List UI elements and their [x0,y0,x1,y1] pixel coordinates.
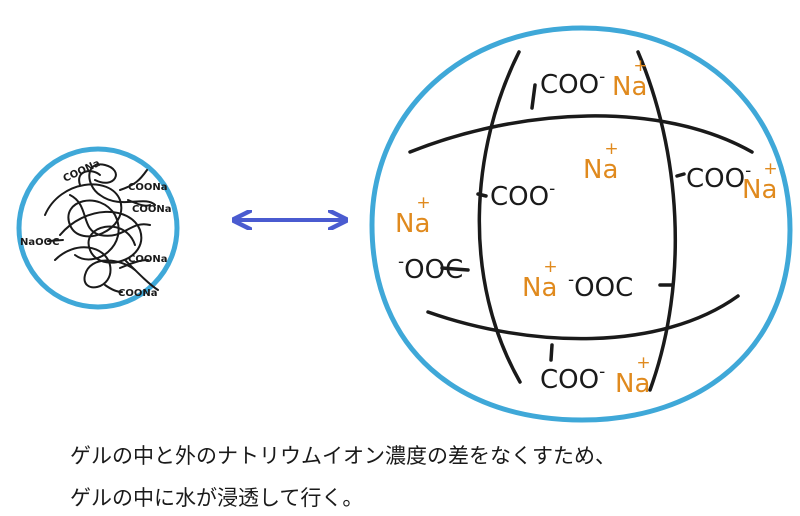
tangled-polymer-chains [44,163,159,293]
group-coo-right: COO- [686,161,751,194]
small-label-coona-3: COONa [132,204,171,215]
caption-line-1: ゲルの中と外のナトリウムイオン濃度の差をなくすため、 [70,444,616,468]
small-gel-boundary [16,146,180,310]
cation-na-left: Na+ [395,193,431,239]
cation-na-center: Na+ [583,139,619,185]
small-label-coona-5: COONa [118,288,157,299]
small-gel: COONa COONa COONa NaOOC COONa COONa [16,146,180,310]
cation-na-top: Na+ [612,56,648,102]
large-gel-boundary [369,25,793,423]
cation-na-right: Na+ [742,159,778,205]
group-ooc-lower: -OOC [568,270,633,303]
cation-na-lower: Na+ [522,257,558,303]
small-label-coona-2: COONa [128,182,167,193]
group-coo-top: COO- [540,67,605,100]
caption-line-2: ゲルの中に水が浸透して行く。 [70,486,364,510]
group-coo-bottom: COO- [540,362,605,395]
cation-na-bottom: Na+ [615,353,651,399]
gel-swelling-diagram: COONa COONa COONa NaOOC COONa COONa COO-… [16,25,793,423]
small-label-coona-4: COONa [128,254,167,265]
group-coo-center: COO- [490,179,555,212]
polymer-network [408,50,754,392]
small-label-naooc: NaOOC [20,237,59,248]
group-ooc-left: -OOC [398,252,463,285]
large-gel: COO- Na+ COO- Na+ COO- Na+ Na+ -OOC Na+ … [369,25,793,423]
